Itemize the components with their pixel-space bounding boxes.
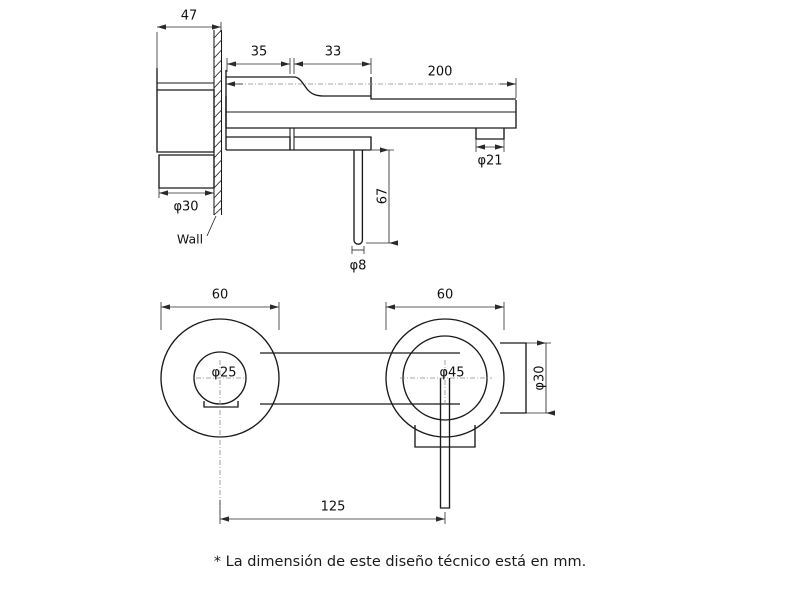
lever-handle-side bbox=[353, 150, 364, 245]
wall-hatching bbox=[213, 29, 223, 216]
dimension-60-right-label: 60 bbox=[437, 288, 454, 303]
dimension-phi30-side-label: φ30 bbox=[173, 200, 198, 215]
wall-label: Wall bbox=[177, 232, 203, 247]
dimension-47-label: 47 bbox=[181, 9, 198, 24]
side-view-group: 47 35 33 200 bbox=[156, 9, 517, 274]
dimension-phi45-label: φ45 bbox=[439, 366, 464, 381]
dimension-125: 125 bbox=[219, 500, 446, 524]
dimension-35-label: 35 bbox=[251, 45, 268, 60]
dimension-33: 33 bbox=[293, 45, 372, 74]
wall-callout: Wall bbox=[177, 215, 217, 247]
spout-outline-side bbox=[225, 76, 517, 151]
dimension-35: 35 bbox=[226, 45, 291, 74]
dimension-phi30-side: φ30 bbox=[158, 188, 215, 215]
front-connector-body bbox=[260, 352, 460, 405]
dimension-phi30-front: φ30 bbox=[526, 340, 555, 416]
dimension-67-label: 67 bbox=[376, 188, 391, 205]
dimension-125-label: 125 bbox=[321, 500, 346, 515]
dimension-47: 47 bbox=[156, 9, 222, 70]
lever-handle-front bbox=[439, 378, 451, 509]
dimension-200: 200 bbox=[226, 65, 517, 98]
dimension-60-left: 60 bbox=[160, 288, 280, 330]
dimension-phi25-label: φ25 bbox=[211, 366, 236, 381]
dimension-67: 67 bbox=[366, 147, 398, 246]
front-view-group: 60 60 φ25 φ45 φ30 bbox=[160, 288, 555, 524]
dimension-phi8-label: φ8 bbox=[350, 259, 367, 274]
dimension-phi21-label: φ21 bbox=[477, 154, 502, 169]
dimension-60-left-label: 60 bbox=[212, 288, 229, 303]
units-caption: * La dimensión de este diseño técnico es… bbox=[214, 554, 586, 570]
dimension-200-label: 200 bbox=[428, 65, 453, 80]
dimension-phi21: φ21 bbox=[475, 139, 505, 169]
dimension-60-right: 60 bbox=[385, 288, 505, 330]
concealed-body-outline bbox=[156, 68, 215, 189]
dimension-33-label: 33 bbox=[325, 45, 342, 60]
dimension-phi30-front-label: φ30 bbox=[533, 365, 548, 390]
spout-stub-front bbox=[500, 342, 527, 414]
dimension-phi8: φ8 bbox=[350, 246, 367, 274]
